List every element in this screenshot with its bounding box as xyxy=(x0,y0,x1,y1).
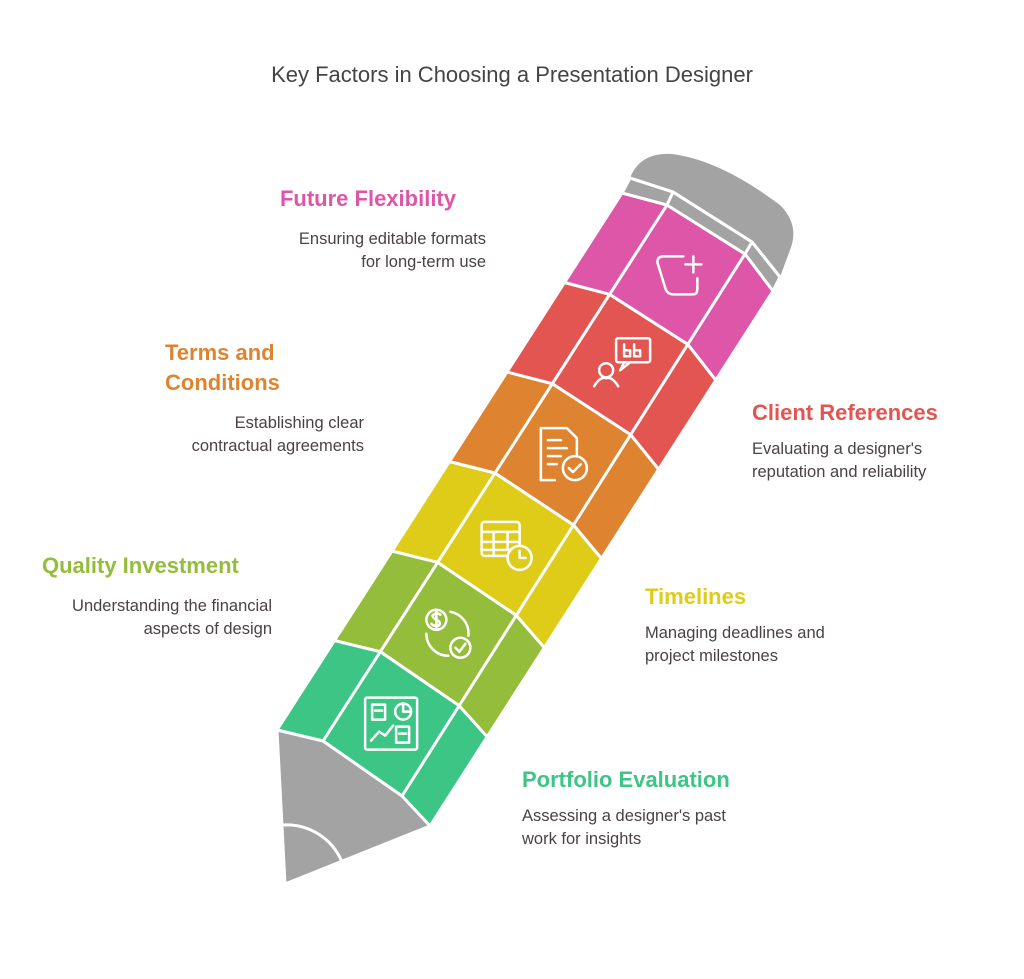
description-line: Evaluating a designer's xyxy=(752,440,923,458)
pencil-tip xyxy=(275,728,432,886)
description-line: Managing deadlines and xyxy=(645,624,825,642)
ferrule-divider xyxy=(743,241,754,255)
segment-divider xyxy=(515,524,575,617)
heading-line: Terms and xyxy=(165,340,275,365)
description-line: project milestones xyxy=(645,647,778,665)
pencil-lead-arc xyxy=(281,823,344,863)
diagram-title: Key Factors in Choosing a Presentation D… xyxy=(271,62,753,87)
segment-divider xyxy=(572,433,632,526)
description-line: Understanding the financial xyxy=(72,597,272,615)
heading: Quality Investment xyxy=(42,553,239,578)
description-line: reputation and reliability xyxy=(752,463,927,481)
label-timelines: Timelines Managing deadlines and project… xyxy=(645,582,825,668)
heading-line: Conditions xyxy=(165,370,280,395)
ferrule-divider xyxy=(665,191,675,206)
dashboard-icon xyxy=(363,696,419,751)
ferrule-line xyxy=(629,176,782,278)
description-line: contractual agreements xyxy=(191,437,364,455)
description-line: Assessing a designer's past xyxy=(522,807,727,825)
description-line: aspects of design xyxy=(143,620,272,638)
document-check-icon xyxy=(539,426,589,482)
heading: Timelines xyxy=(645,584,747,609)
segment-divider xyxy=(629,343,690,436)
segment-divider xyxy=(493,382,554,474)
segment-divider xyxy=(436,472,497,564)
segment-divider xyxy=(400,704,461,797)
money-check-cycle-icon xyxy=(425,608,472,659)
desc-terms-conditions: Establishing clear contractual agreement… xyxy=(100,402,364,458)
heading: Portfolio Evaluation xyxy=(522,767,730,792)
segment-divider xyxy=(321,650,382,742)
table-clock-icon xyxy=(480,520,533,572)
label-client-references: Client References Evaluating a designer'… xyxy=(752,398,938,484)
user-speech-icon xyxy=(592,337,652,388)
segment-divider xyxy=(551,293,611,385)
label-terms-conditions: Terms and Conditions xyxy=(165,338,280,398)
square-plus-icon xyxy=(656,255,703,296)
description-line: Ensuring editable formats xyxy=(298,230,486,248)
heading: Future Flexibility xyxy=(279,186,456,211)
description-line: work for insights xyxy=(522,830,642,848)
label-portfolio-evaluation: Portfolio Evaluation Assessing a designe… xyxy=(522,765,730,851)
heading: Client References xyxy=(752,400,938,425)
description-line: for long-term use xyxy=(361,253,486,271)
segment-divider xyxy=(457,614,518,707)
desc-future-flexibility: Ensuring editable formats for long-term … xyxy=(200,218,486,274)
label-quality-investment: Quality Investment xyxy=(42,551,239,581)
segment-divider xyxy=(608,204,669,296)
desc-quality-investment: Understanding the financial aspects of d… xyxy=(20,585,272,641)
description-line: Establishing clear xyxy=(234,414,364,432)
label-future-flexibility: Future Flexibility xyxy=(200,184,456,214)
segment-divider xyxy=(379,561,439,653)
segment-divider xyxy=(686,253,747,346)
